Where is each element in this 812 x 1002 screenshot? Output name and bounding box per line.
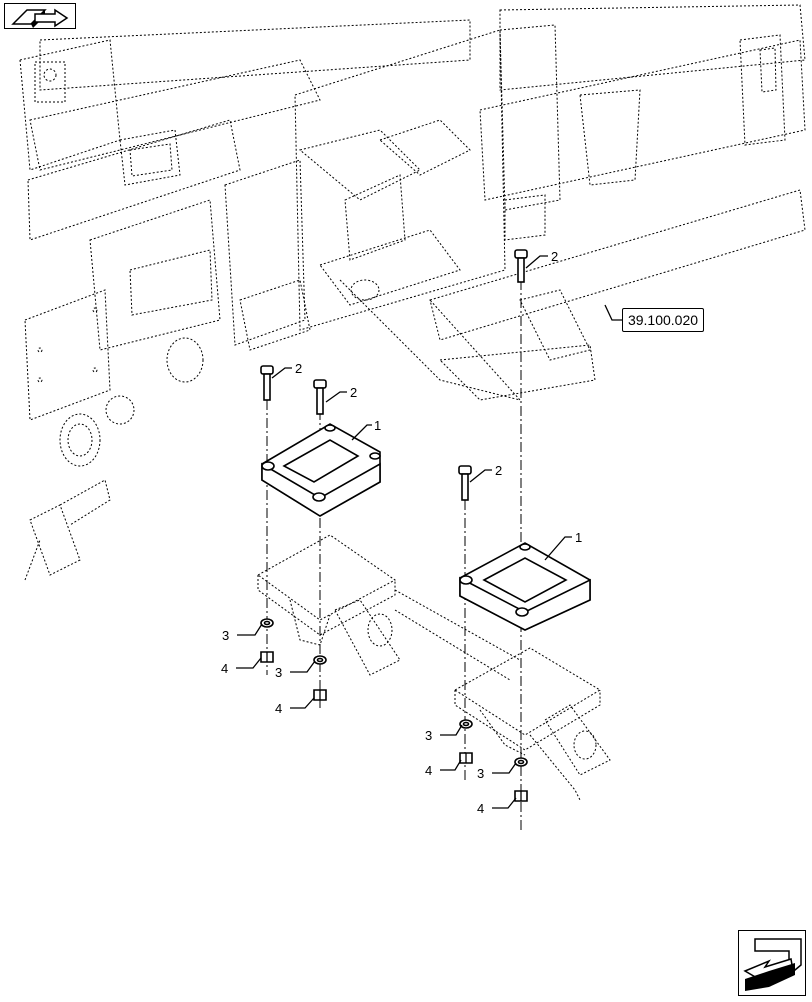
washer-a[interactable] (260, 618, 274, 628)
callout-2: 2 (495, 463, 502, 478)
bolt-c[interactable] (458, 465, 472, 501)
machine-frame (19, 4, 806, 801)
nut-a[interactable] (260, 651, 274, 663)
callout-4: 4 (477, 801, 484, 816)
book-arrow-icon[interactable] (4, 3, 76, 29)
callout-2: 2 (551, 249, 558, 264)
callout-1: 1 (575, 530, 582, 545)
callout-4: 4 (275, 701, 282, 716)
fastener-centerlines (266, 280, 522, 830)
callout-3: 3 (275, 665, 282, 680)
washer-d[interactable] (514, 757, 528, 767)
callout-numbers: 1 1 2 2 2 2 3 3 3 3 4 4 4 4 (221, 249, 582, 816)
leader-lines (236, 255, 622, 809)
callout-1: 1 (374, 418, 381, 433)
callout-3: 3 (477, 766, 484, 781)
spacer-frame-right[interactable] (459, 542, 591, 631)
nut-c[interactable] (459, 752, 473, 764)
nut-d[interactable] (514, 790, 528, 802)
reference-link-box[interactable]: 39.100.020 (622, 308, 704, 332)
bolt-b[interactable] (313, 379, 327, 415)
callout-4: 4 (221, 661, 228, 676)
callout-2: 2 (350, 385, 357, 400)
next-page-arrow-icon[interactable] (738, 930, 806, 996)
spacer-frame-left[interactable] (261, 423, 381, 517)
nut-b[interactable] (313, 689, 327, 701)
washer-c[interactable] (459, 719, 473, 729)
callout-4: 4 (425, 763, 432, 778)
callout-2: 2 (295, 361, 302, 376)
callout-3: 3 (222, 628, 229, 643)
washer-b[interactable] (313, 655, 327, 665)
reference-label: 39.100.020 (627, 312, 699, 328)
bolt-a[interactable] (260, 365, 274, 401)
callout-3: 3 (425, 728, 432, 743)
bolt-d[interactable] (514, 249, 528, 283)
